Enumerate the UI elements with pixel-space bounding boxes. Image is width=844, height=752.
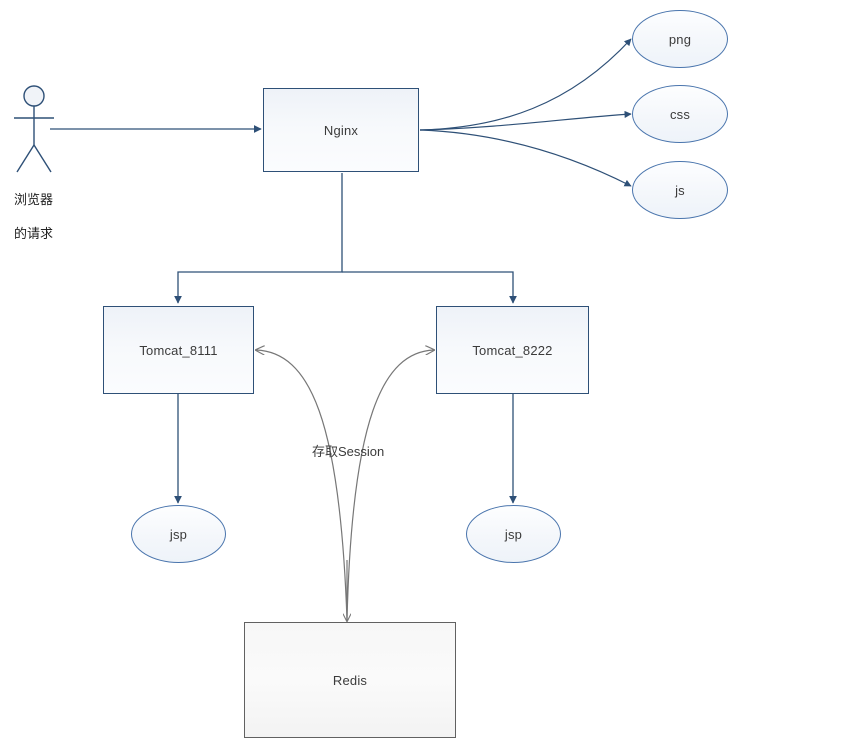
node-css[interactable]: css [632,85,728,143]
actor-figure [14,85,54,173]
node-jsp-left[interactable]: jsp [131,505,226,563]
edge-nginx-to-css [419,110,632,131]
edge-label-session: 存取Session [312,444,385,459]
node-nginx[interactable]: Nginx [263,88,419,172]
node-js[interactable]: js [632,161,728,219]
node-jsp-right[interactable]: jsp [466,505,561,563]
node-tomcat-8111-label: Tomcat_8111 [139,342,218,358]
node-png[interactable]: png [632,10,728,68]
edge-redis-to-tomcat-left [256,350,348,621]
node-tomcat-8111[interactable]: Tomcat_8111 [103,306,254,394]
node-jsp-left-label: jsp [169,526,188,542]
node-redis[interactable]: Redis [244,622,456,738]
node-png-label: png [668,31,692,47]
actor-label-line2: 的请求 [14,226,54,241]
node-tomcat-8222[interactable]: Tomcat_8222 [436,306,589,394]
edge-nginx-to-png [419,38,632,131]
actor-label: 浏览器 的请求 [14,174,53,259]
edge-redis-to-tomcat-right [346,350,434,621]
actor-label-line1: 浏览器 [14,192,54,207]
node-css-label: css [669,106,691,122]
edge-nginx-to-tomcat-left [174,173,343,304]
node-jsp-right-label: jsp [504,526,523,542]
node-tomcat-8222-label: Tomcat_8222 [472,342,553,358]
edge-nginx-to-tomcat-right [342,271,517,304]
node-redis-label: Redis [332,672,368,688]
node-nginx-label: Nginx [323,122,359,138]
edge-nginx-to-js [419,129,632,187]
node-js-label: js [675,182,685,198]
